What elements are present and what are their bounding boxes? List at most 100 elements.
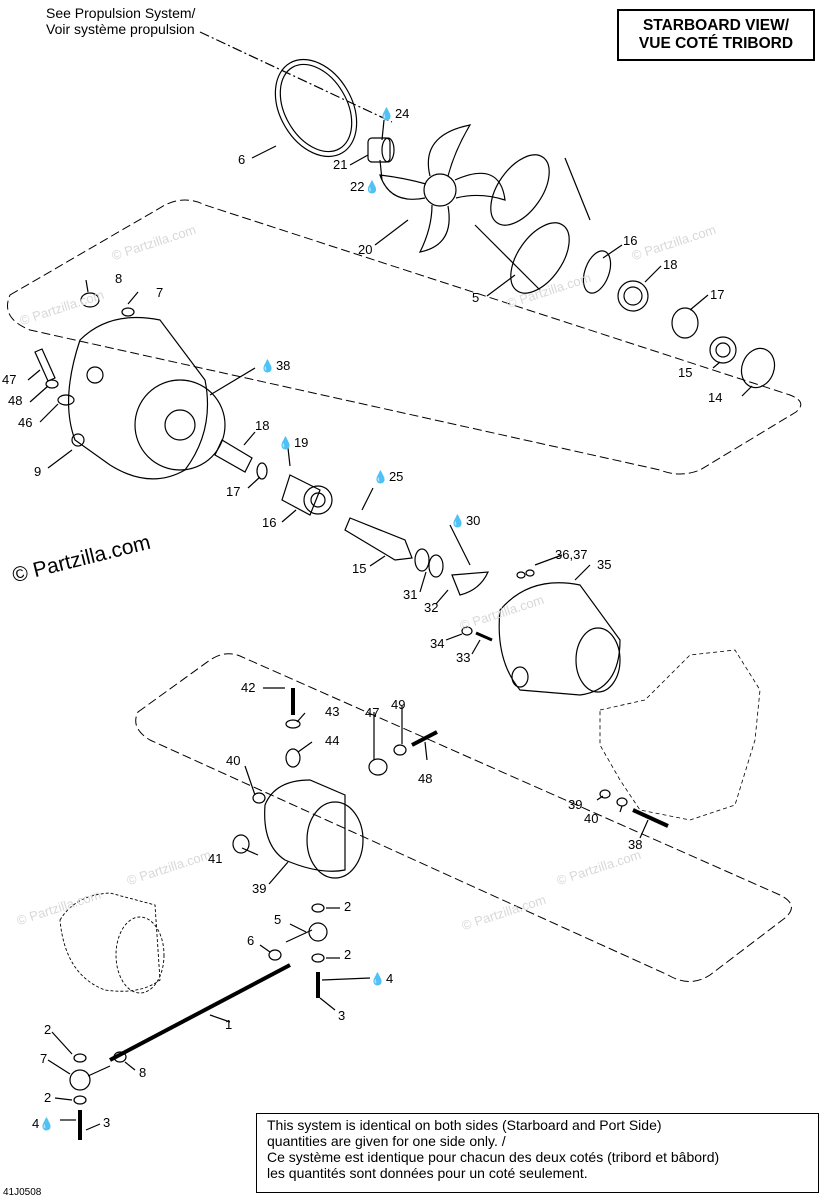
drop-icon: 💧 bbox=[39, 1117, 55, 1131]
pump-group-outline bbox=[7, 199, 802, 475]
callout-26[interactable]: 21 bbox=[333, 157, 348, 172]
callout-27[interactable]: 22💧 bbox=[350, 180, 380, 195]
callout-43[interactable]: 41 bbox=[208, 851, 223, 866]
drop-icon: 💧 bbox=[370, 972, 385, 986]
washer-33 bbox=[461, 626, 473, 636]
callout-40[interactable]: 40 bbox=[584, 812, 598, 826]
callout-38-label: 38 bbox=[628, 837, 643, 852]
view-label-line2: VUE COTÉ TRIBORD bbox=[638, 35, 794, 52]
plug-13 bbox=[80, 292, 100, 308]
callout-42[interactable]: 40 bbox=[226, 753, 241, 768]
ring-35b bbox=[525, 569, 535, 577]
callout-8-label: 8 bbox=[139, 1065, 147, 1080]
callout-28[interactable]: 💧24 bbox=[379, 107, 409, 122]
callout-33[interactable]: 34 bbox=[430, 636, 445, 651]
ball-joint-5 bbox=[285, 922, 328, 943]
callout-7[interactable]: 7 bbox=[40, 1052, 47, 1066]
screw-38 bbox=[632, 808, 669, 828]
rod-1 bbox=[109, 963, 291, 1062]
bushing-46 bbox=[285, 748, 301, 768]
washer-40 bbox=[616, 797, 628, 807]
callout-46[interactable]: 44 bbox=[325, 733, 340, 748]
callout-4-a-label: 4 bbox=[385, 971, 394, 986]
callout-2-d[interactable]: 2 bbox=[44, 1090, 52, 1105]
note-line2: quantities are given for one side only. … bbox=[267, 1133, 506, 1149]
sleeve-17 bbox=[214, 439, 253, 473]
callout-20[interactable]: 15 bbox=[678, 365, 693, 380]
callout-25[interactable]: 20 bbox=[358, 242, 373, 257]
callout-13[interactable]: 8 bbox=[115, 271, 123, 286]
callout-31[interactable]: 32 bbox=[424, 600, 439, 615]
callout-32[interactable]: 33 bbox=[456, 650, 471, 665]
screw-48 bbox=[34, 348, 56, 382]
callout-38[interactable]: 38 bbox=[628, 838, 642, 852]
callout-10[interactable]: 5 bbox=[472, 290, 480, 305]
callout-36-37[interactable]: 💧38 bbox=[260, 359, 290, 374]
washer-2d bbox=[73, 1095, 87, 1105]
callout-29[interactable]: 💧30 bbox=[450, 513, 481, 529]
view-label: STARBOARD VIEW/ VUE COTÉ TRIBORD bbox=[617, 9, 815, 61]
callout-34[interactable]: 35 bbox=[597, 557, 612, 572]
callout-15[interactable]: 16 bbox=[262, 515, 277, 530]
callout-6[interactable]: 6 bbox=[247, 934, 254, 948]
callout-44[interactable]: 42 bbox=[241, 680, 256, 695]
callout-18[interactable]: 💧19 bbox=[278, 436, 308, 451]
document-code: 41J0508 bbox=[3, 1187, 42, 1198]
callout-5-label: 5 bbox=[274, 912, 282, 927]
callout-39[interactable]: 39 bbox=[568, 798, 582, 812]
callout-41[interactable]: 39 bbox=[252, 881, 267, 896]
callout-4-b[interactable]: 4💧 bbox=[32, 1117, 55, 1132]
callout-47-lower[interactable]: 47 bbox=[365, 705, 380, 720]
drop-icon: 💧 bbox=[278, 436, 293, 450]
callout-4-a[interactable]: 💧4 bbox=[370, 971, 394, 987]
housing-10 bbox=[474, 154, 591, 294]
callout-7-label: 7 bbox=[40, 1051, 48, 1066]
callout-29-label: 30 bbox=[465, 513, 481, 528]
callout-35[interactable]: 36,37 bbox=[555, 547, 588, 562]
callout-49-upper[interactable]: 48 bbox=[8, 393, 23, 408]
o-ring-19 bbox=[740, 347, 776, 389]
shaft-14 bbox=[344, 517, 413, 561]
drop-icon: 💧 bbox=[373, 470, 388, 484]
wear-ring-11 bbox=[274, 58, 358, 158]
note-line3: Ce système est identique pour chacun des… bbox=[267, 1149, 720, 1165]
callout-47-upper[interactable]: 46 bbox=[18, 415, 33, 430]
washer-47 bbox=[57, 394, 75, 406]
callout-5[interactable]: 5 bbox=[274, 913, 281, 927]
callout-2-b[interactable]: 2 bbox=[344, 947, 352, 962]
callout-2-c[interactable]: 2 bbox=[44, 1022, 52, 1037]
callout-19[interactable]: 14 bbox=[708, 390, 723, 405]
propulsion-leader bbox=[199, 31, 393, 123]
callout-2-a[interactable]: 2 bbox=[344, 899, 352, 914]
callout-12[interactable]: 7 bbox=[156, 285, 164, 300]
callout-8[interactable]: 8 bbox=[139, 1066, 146, 1080]
callout-3-b[interactable]: 3 bbox=[103, 1115, 111, 1130]
callout-48-lower[interactable]: 48 bbox=[418, 771, 433, 786]
callout-49-lower[interactable]: 49 bbox=[391, 697, 406, 712]
callout-9[interactable]: 9 bbox=[34, 464, 42, 479]
o-ring-30a bbox=[414, 548, 430, 572]
callout-48-upper[interactable]: 47 bbox=[2, 372, 17, 387]
callout-30[interactable]: 31 bbox=[403, 587, 418, 602]
callout-24[interactable]: 💧25 bbox=[373, 470, 403, 485]
callout-11[interactable]: 6 bbox=[238, 152, 246, 167]
callout-16[interactable]: 17 bbox=[226, 484, 241, 499]
washer-2a bbox=[311, 903, 325, 913]
callout-45[interactable]: 43 bbox=[325, 704, 340, 719]
seal-23 bbox=[617, 280, 649, 312]
bearing-20 bbox=[709, 336, 737, 364]
callout-21[interactable]: 16 bbox=[623, 233, 638, 248]
bracket-outline bbox=[599, 649, 761, 821]
callout-3-a[interactable]: 3 bbox=[338, 1008, 346, 1023]
callout-6-label: 6 bbox=[247, 933, 255, 948]
callout-14[interactable]: 15 bbox=[352, 561, 367, 576]
drop-icon: 💧 bbox=[364, 180, 380, 194]
callout-22[interactable]: 17 bbox=[710, 287, 725, 302]
callout-17[interactable]: 18 bbox=[255, 418, 270, 433]
o-ring-16 bbox=[256, 462, 268, 480]
callout-39-label: 39 bbox=[568, 797, 583, 812]
callout-23[interactable]: 18 bbox=[663, 257, 678, 272]
ring-22 bbox=[671, 307, 699, 339]
callout-1[interactable]: 1 bbox=[225, 1017, 233, 1032]
